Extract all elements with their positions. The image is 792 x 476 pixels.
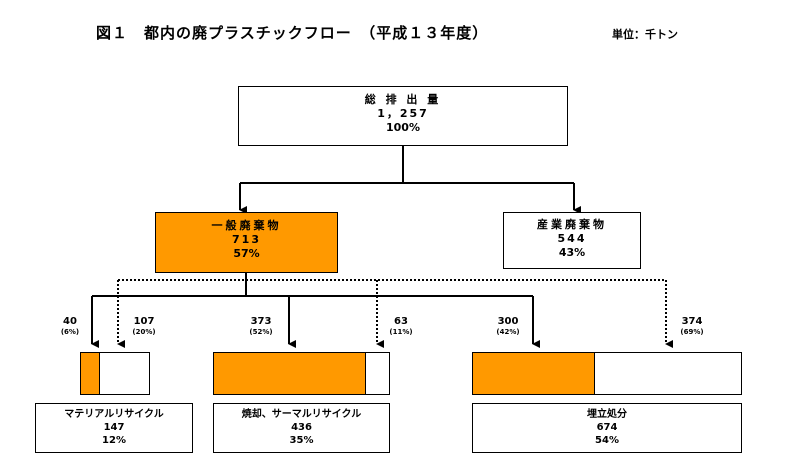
landfill-label: 埋立処分 [587,409,627,420]
landfill-general-fill [473,353,595,394]
thermal-recycle-bar [213,352,390,395]
thermal-label: 焼却、サーマルリサイクル [241,409,362,420]
flow-label-material-industrial: 107(20%) [132,316,156,336]
landfill-value: 674 [596,422,618,433]
flow-label-landfill-industrial: 374(69%) [680,316,704,336]
total-value: 1，257 [377,107,429,120]
material-general-fill [81,353,101,394]
total-box: 総 排 出 量 1，257 100% [238,86,568,146]
total-percent: 100% [386,121,420,134]
landfill-bar [472,352,742,395]
general-value: 713 [232,233,261,246]
flow-label-landfill-general: 300(42%) [496,316,520,336]
material-percent: 12% [102,435,126,446]
flow-label-material-general: 40(6%) [60,316,80,336]
landfill-percent: 54% [595,435,619,446]
industrial-label: 産業廃棄物 [537,218,607,231]
material-value: 147 [103,422,125,433]
landfill-box: 埋立処分 674 54% [472,403,742,453]
thermal-percent: 35% [289,435,314,446]
figure-title: 図１ 都内の廃プラスチックフロー （平成１３年度） [96,24,489,42]
general-percent: 57% [233,247,260,260]
material-recycle-box: マテリアルリサイクル 147 12% [35,403,193,453]
unit-label: 単位：千トン [612,28,678,41]
total-label: 総 排 出 量 [364,93,442,106]
industrial-value: 544 [557,232,587,245]
flow-label-thermal-general: 373(52%) [249,316,273,336]
material-label: マテリアルリサイクル [64,409,164,420]
general-waste-box: 一般廃棄物 713 57% [155,212,338,273]
material-recycle-bar [80,352,150,395]
industrial-waste-box: 産業廃棄物 544 43% [503,212,641,269]
industrial-percent: 43% [558,246,586,259]
thermal-recycle-box: 焼却、サーマルリサイクル 436 35% [213,403,390,453]
flow-label-thermal-industrial: 63(11%) [389,316,413,336]
thermal-value: 436 [291,422,312,433]
general-label: 一般廃棄物 [211,219,282,232]
thermal-general-fill [214,353,366,394]
